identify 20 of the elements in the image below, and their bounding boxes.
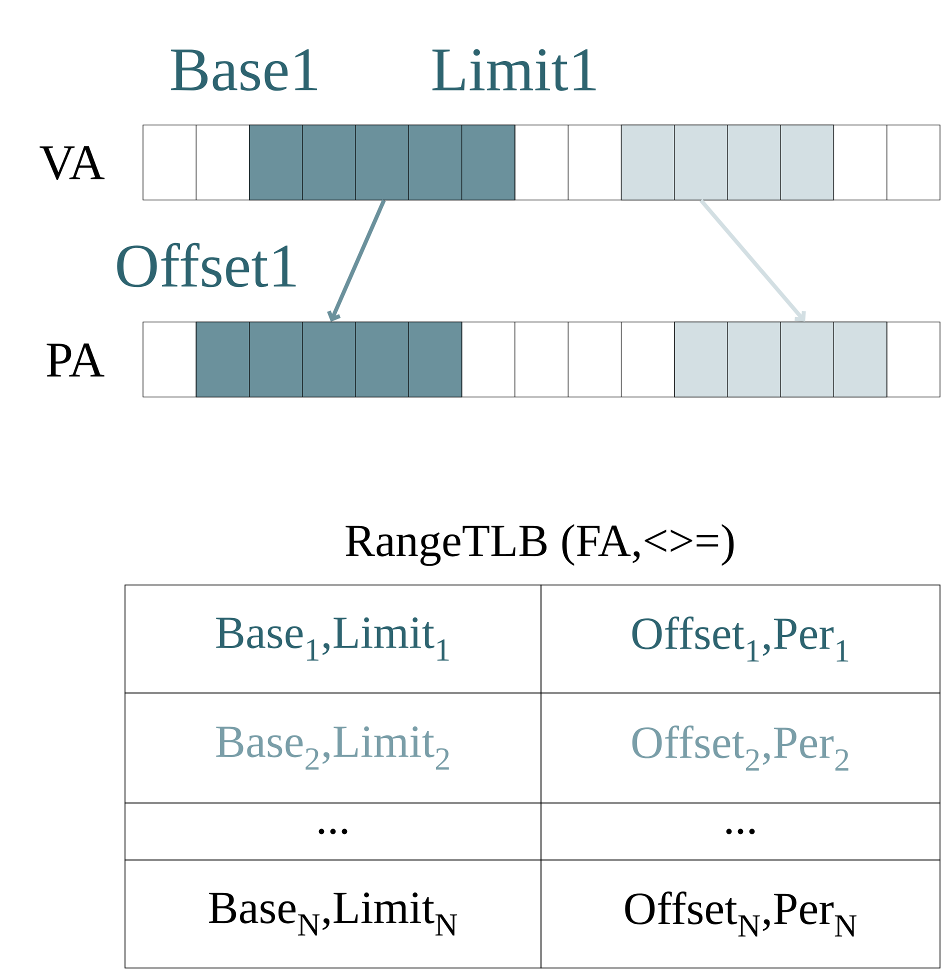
table-cell: Offset$_{1}$,Per$_{1}$ bbox=[540, 584, 940, 694]
row-label: VA bbox=[40, 146, 105, 180]
arrow bbox=[699, 199, 806, 322]
table-cell: Base$_{N}$,Limit$_{N}$ bbox=[124, 860, 542, 968]
range-label: Limit1 bbox=[432, 49, 596, 91]
table-cell: ... bbox=[124, 802, 542, 860]
memory-range bbox=[196, 322, 462, 398]
table-cell: Base$_{1}$,Limit$_{1}$ bbox=[124, 584, 542, 694]
row-label: PA bbox=[46, 344, 104, 376]
memory-range bbox=[674, 322, 888, 398]
memory-range bbox=[248, 124, 516, 200]
arrow bbox=[327, 200, 386, 322]
memory-range bbox=[620, 124, 834, 200]
table-cell: ... bbox=[540, 802, 940, 860]
table-cell: Offset$_{N}$,Per$_{N}$ bbox=[540, 860, 940, 968]
table-cell: Base$_{2}$,Limit$_{2}$ bbox=[124, 692, 542, 804]
range-label: Base1 bbox=[171, 49, 318, 91]
offset-label: Offset1 bbox=[117, 242, 296, 288]
table-title: RangeTLB (FA,<>=) bbox=[346, 524, 734, 566]
table-cell: Offset$_{2}$,Per$_{2}$ bbox=[540, 692, 940, 804]
